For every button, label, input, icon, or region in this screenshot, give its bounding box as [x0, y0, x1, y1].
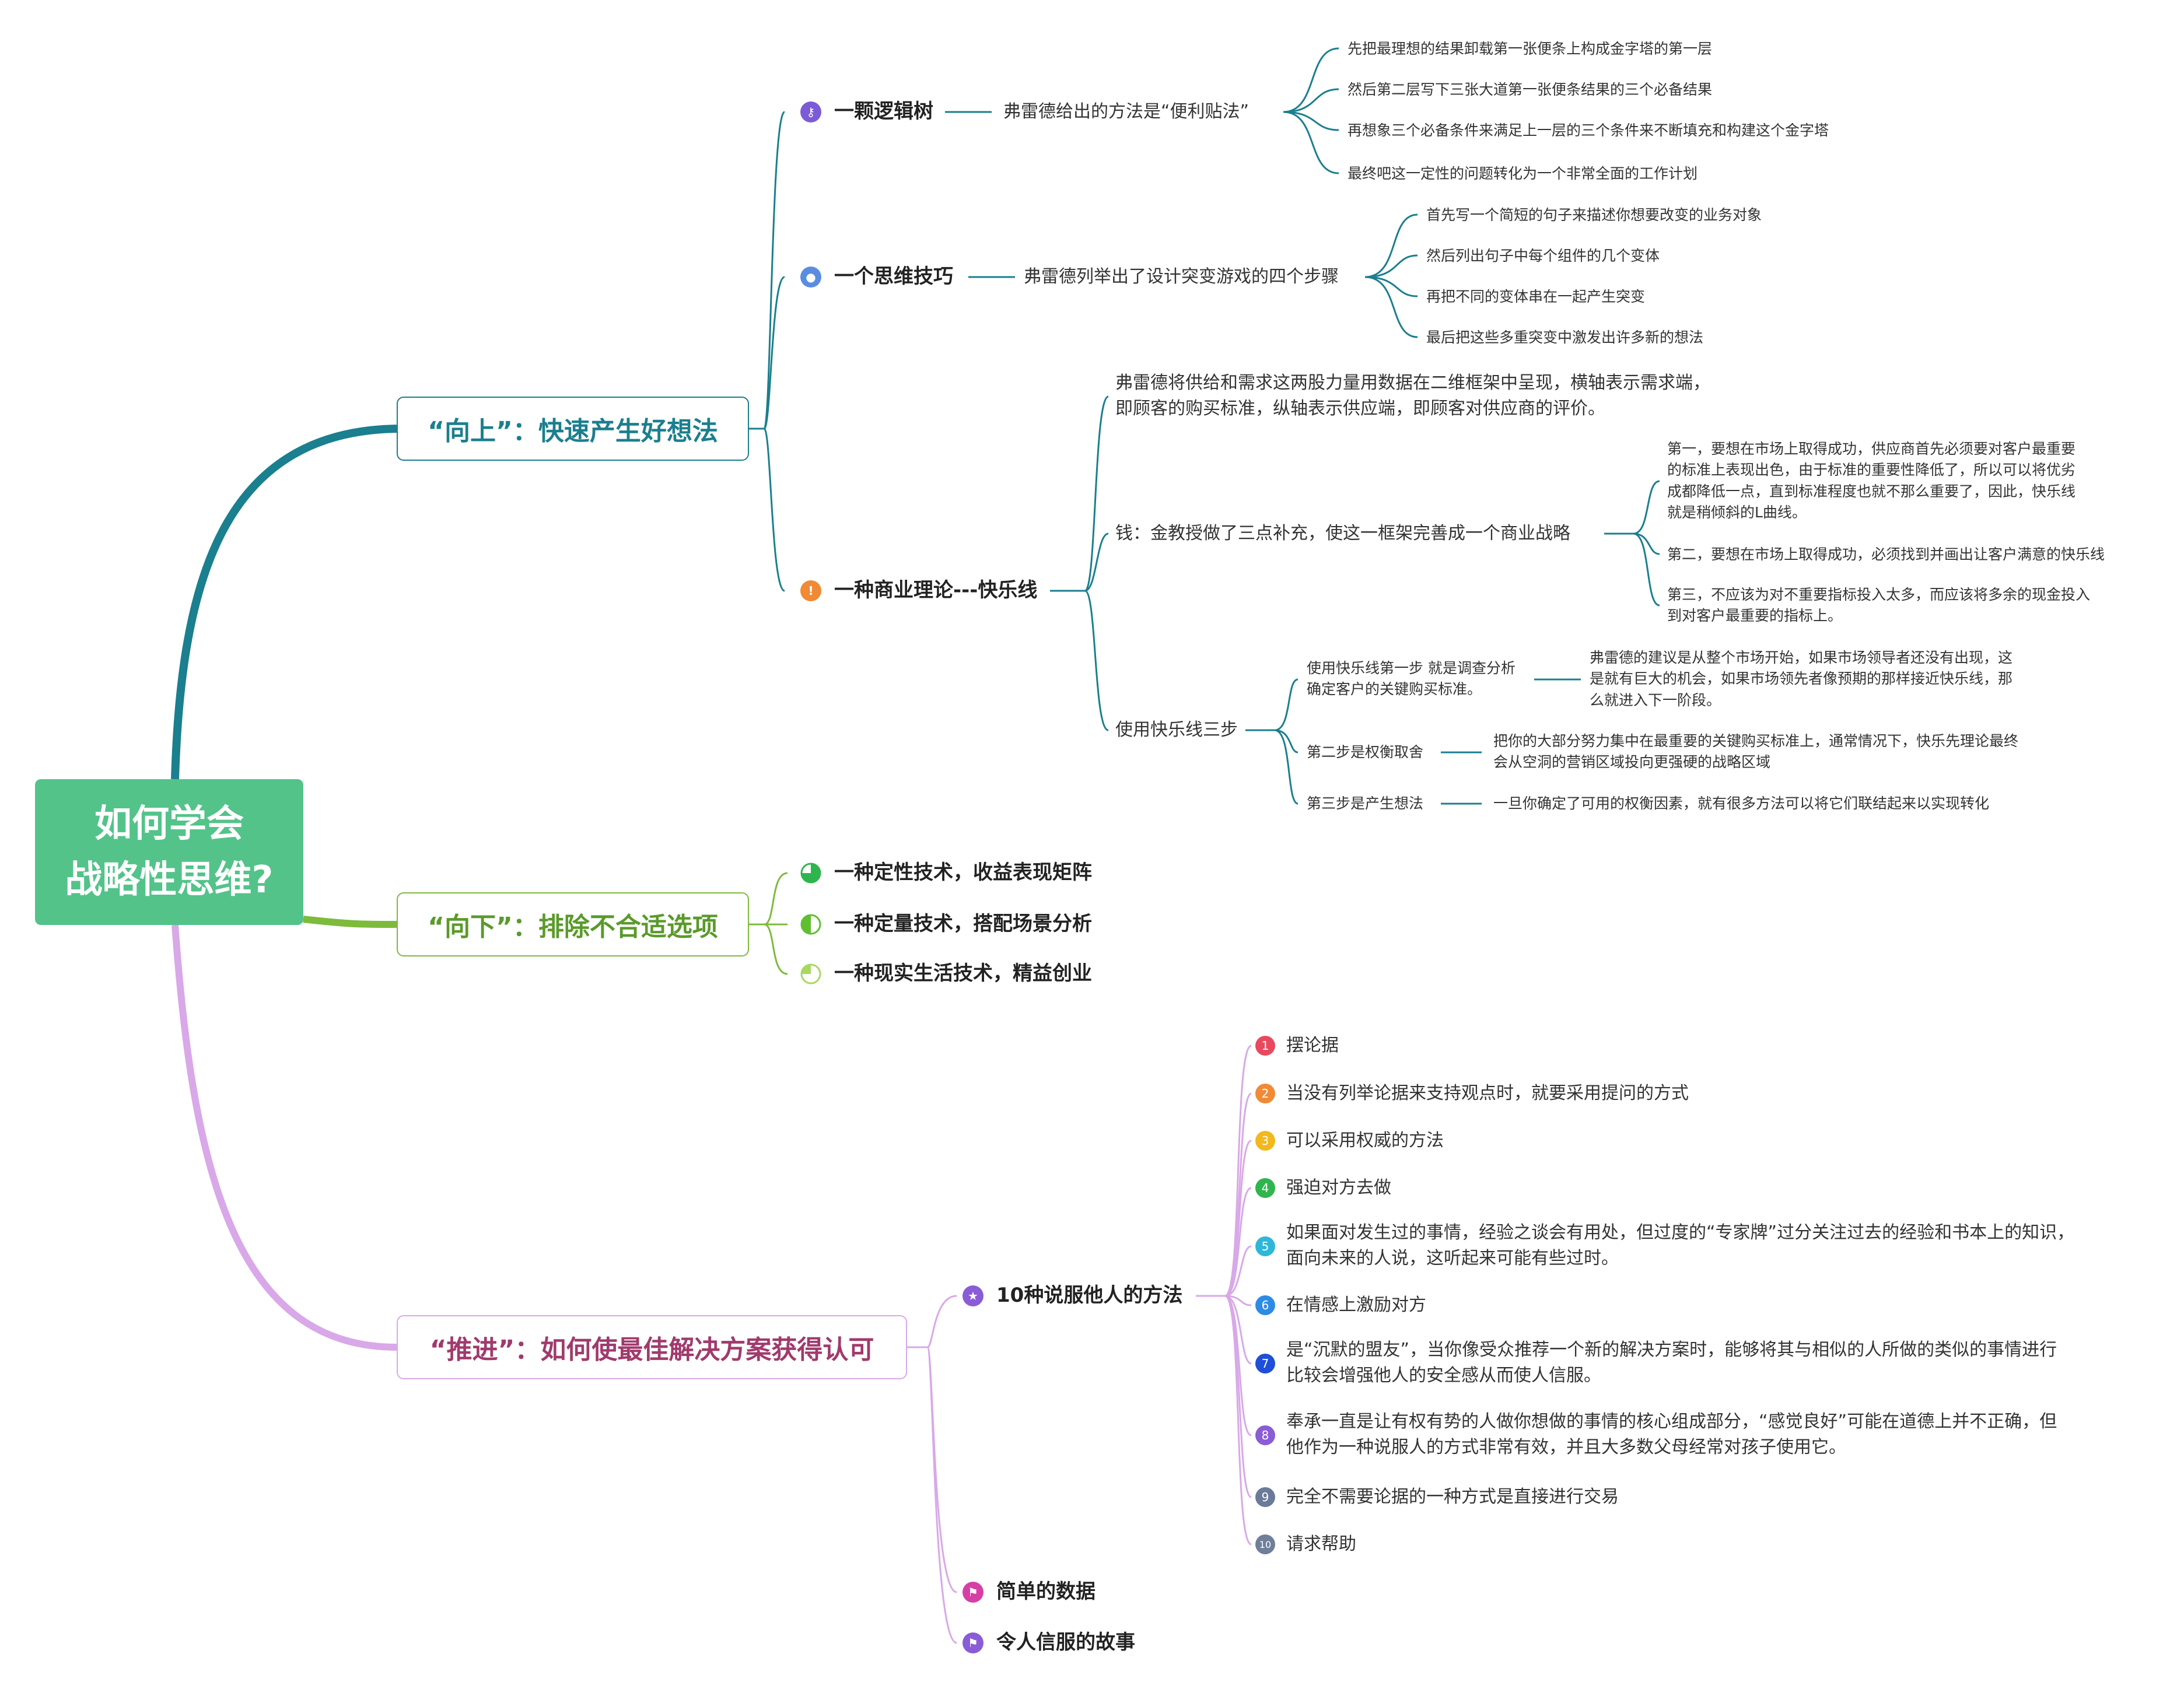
- use-happy-line-topic[interactable]: 使用快乐线三步: [1115, 720, 1238, 740]
- branch-push[interactable]: “推进”：如何使最佳解决方案获得认可: [397, 1315, 907, 1379]
- root-title-line1: 如何学会: [94, 803, 244, 846]
- number-badge-icon: 3: [1255, 1131, 1275, 1151]
- money-point-3[interactable]: 第三，不应该为对不重要指标投入太多，而应该将多余的现金投入 到对客户最重要的指标…: [1667, 586, 2091, 625]
- down-item-quantitative[interactable]: 一种定量技术，搭配场景分析: [834, 912, 1092, 935]
- thinking-step[interactable]: 再把不同的变体串在一起产生突变: [1426, 288, 1646, 305]
- logic-tree-step[interactable]: 再想象三个必备条件来满足上一层的三个条件来不断填充和构建这个金字塔: [1348, 122, 1829, 139]
- number-badge-icon: 2: [1255, 1084, 1275, 1103]
- use-step-1-detail[interactable]: 弗雷德的建议是从整个市场开始，如果市场领导者还没有出现，这 是就有巨大的机会，如…: [1590, 649, 2013, 709]
- topic-logic-tree[interactable]: 一颗逻辑树: [834, 100, 933, 123]
- persuade-method[interactable]: 在情感上激励对方: [1286, 1295, 1426, 1315]
- use-step-3-detail[interactable]: 一旦你确定了可用的权衡因素，就有很多方法可以将它们联结起来以实现转化: [1493, 795, 1990, 812]
- logic-tree-step[interactable]: 最终吧这一定性的问题转化为一个非常全面的工作计划: [1348, 165, 1698, 182]
- number-badge-icon: 1: [1255, 1036, 1275, 1056]
- thinking-step[interactable]: 然后列出句子中每个组件的几个变体: [1426, 247, 1660, 264]
- number-badge-icon: 10: [1255, 1534, 1275, 1554]
- branch-up[interactable]: “向上”：快速产生好想法: [397, 397, 749, 461]
- logic-tree-step[interactable]: 先把最理想的结果卸载第一张便条上构成金字塔的第一层: [1348, 40, 1713, 57]
- key-icon: ⚷: [800, 101, 821, 122]
- use-step-1[interactable]: 使用快乐线第一步 就是调查分析 确定客户的关键购买标准。: [1307, 660, 1516, 698]
- persuade-method[interactable]: 完全不需要论据的一种方式是直接进行交易: [1286, 1487, 1619, 1507]
- flag-icon: ⚑: [963, 1632, 984, 1653]
- thinking-method[interactable]: 弗雷德列举出了设计突变游戏的四个步骤: [1024, 267, 1339, 287]
- topic-happy-line[interactable]: 一种商业理论---快乐线: [834, 579, 1038, 602]
- persuade-method[interactable]: 当没有列举论据来支持观点时，就要采用提问的方式: [1286, 1083, 1689, 1103]
- down-item-real-life[interactable]: 一种现实生活技术，精益创业: [834, 962, 1092, 985]
- money-topic[interactable]: 钱：金教授做了三点补充，使这一框架完善成一个商业战略: [1115, 523, 1570, 544]
- persuade-method[interactable]: 奉承一直是让有权有势的人做你想做的事情的核心组成部分，“感觉良好”可能在道德上并…: [1286, 1411, 2057, 1457]
- number-badge-icon: 9: [1255, 1487, 1275, 1507]
- persuade-method[interactable]: 如果面对发生过的事情，经验之谈会有用处，但过度的“专家牌”过分关注过去的经验和书…: [1286, 1222, 2075, 1268]
- progress-half-icon: [800, 914, 821, 935]
- happy-line-intro[interactable]: 弗雷德将供给和需求这两股力量用数据在二维框架中呈现，横轴表示需求端， 即顾客的购…: [1115, 373, 1710, 419]
- progress-quarter-icon: [800, 863, 821, 884]
- number-badge-icon: 8: [1255, 1425, 1275, 1445]
- number-badge-icon: 4: [1255, 1178, 1275, 1198]
- number-badge-icon: 7: [1255, 1354, 1275, 1373]
- number-badge-icon: 5: [1255, 1236, 1275, 1256]
- topic-simple-data[interactable]: 简单的数据: [996, 1580, 1096, 1603]
- persuade-method[interactable]: 请求帮助: [1286, 1534, 1356, 1554]
- logic-tree-step[interactable]: 然后第二层写下三张大道第一张便条结果的三个必备结果: [1348, 81, 1713, 98]
- branch-push-label: “推进”：如何使最佳解决方案获得认可: [429, 1335, 874, 1365]
- star-icon: ★: [963, 1285, 984, 1306]
- persuade-method[interactable]: 可以采用权威的方法: [1286, 1130, 1444, 1151]
- person-icon: ●: [800, 267, 821, 288]
- thinking-step[interactable]: 最后把这些多重突变中激发出许多新的想法: [1426, 329, 1704, 346]
- flag-icon: ⚑: [963, 1582, 984, 1603]
- down-item-qualitative[interactable]: 一种定性技术，收益表现矩阵: [834, 861, 1092, 884]
- topic-thinking-technique[interactable]: 一个思维技巧: [834, 265, 953, 288]
- root-title-line2: 战略性思维?: [65, 858, 274, 902]
- logic-tree-method[interactable]: 弗雷德给出的方法是“便利贴法”: [1003, 101, 1250, 122]
- branch-down[interactable]: “向下”：排除不合适选项: [397, 892, 749, 956]
- thinking-step[interactable]: 首先写一个简短的句子来描述你想要改变的业务对象: [1426, 206, 1762, 223]
- number-badge-icon: 6: [1255, 1295, 1275, 1315]
- lightbulb-icon: !: [800, 580, 821, 601]
- branch-down-label: “向下”：排除不合适选项: [428, 912, 718, 942]
- use-step-3[interactable]: 第三步是产生想法: [1307, 795, 1424, 812]
- root-topic[interactable]: 如何学会 战略性思维?: [35, 779, 303, 925]
- topic-convincing-story[interactable]: 令人信服的故事: [996, 1631, 1135, 1654]
- progress-three-quarter-icon: [800, 963, 821, 984]
- persuade-method[interactable]: 摆论据: [1286, 1035, 1339, 1056]
- money-point-1[interactable]: 第一，要想在市场上取得成功，供应商首先必须要对客户最重要 的标准上表现出色，由于…: [1667, 440, 2076, 521]
- branch-up-label: “向上”：快速产生好想法: [428, 416, 718, 446]
- persuade-method[interactable]: 是“沉默的盟友”，当你像受众推荐一个新的解决方案时，能够将其与相似的人所做的类似…: [1286, 1340, 2057, 1386]
- use-step-2-detail[interactable]: 把你的大部分努力集中在最重要的关键购买标准上，通常情况下，快乐先理论最终 会从空…: [1493, 733, 2019, 771]
- use-step-2[interactable]: 第二步是权衡取舍: [1307, 744, 1424, 761]
- persuade-method[interactable]: 强迫对方去做: [1286, 1178, 1391, 1198]
- topic-persuade-methods[interactable]: 10种说服他人的方法: [996, 1284, 1183, 1307]
- money-point-2[interactable]: 第二，要想在市场上取得成功，必须找到并画出让客户满意的快乐线: [1667, 546, 2105, 563]
